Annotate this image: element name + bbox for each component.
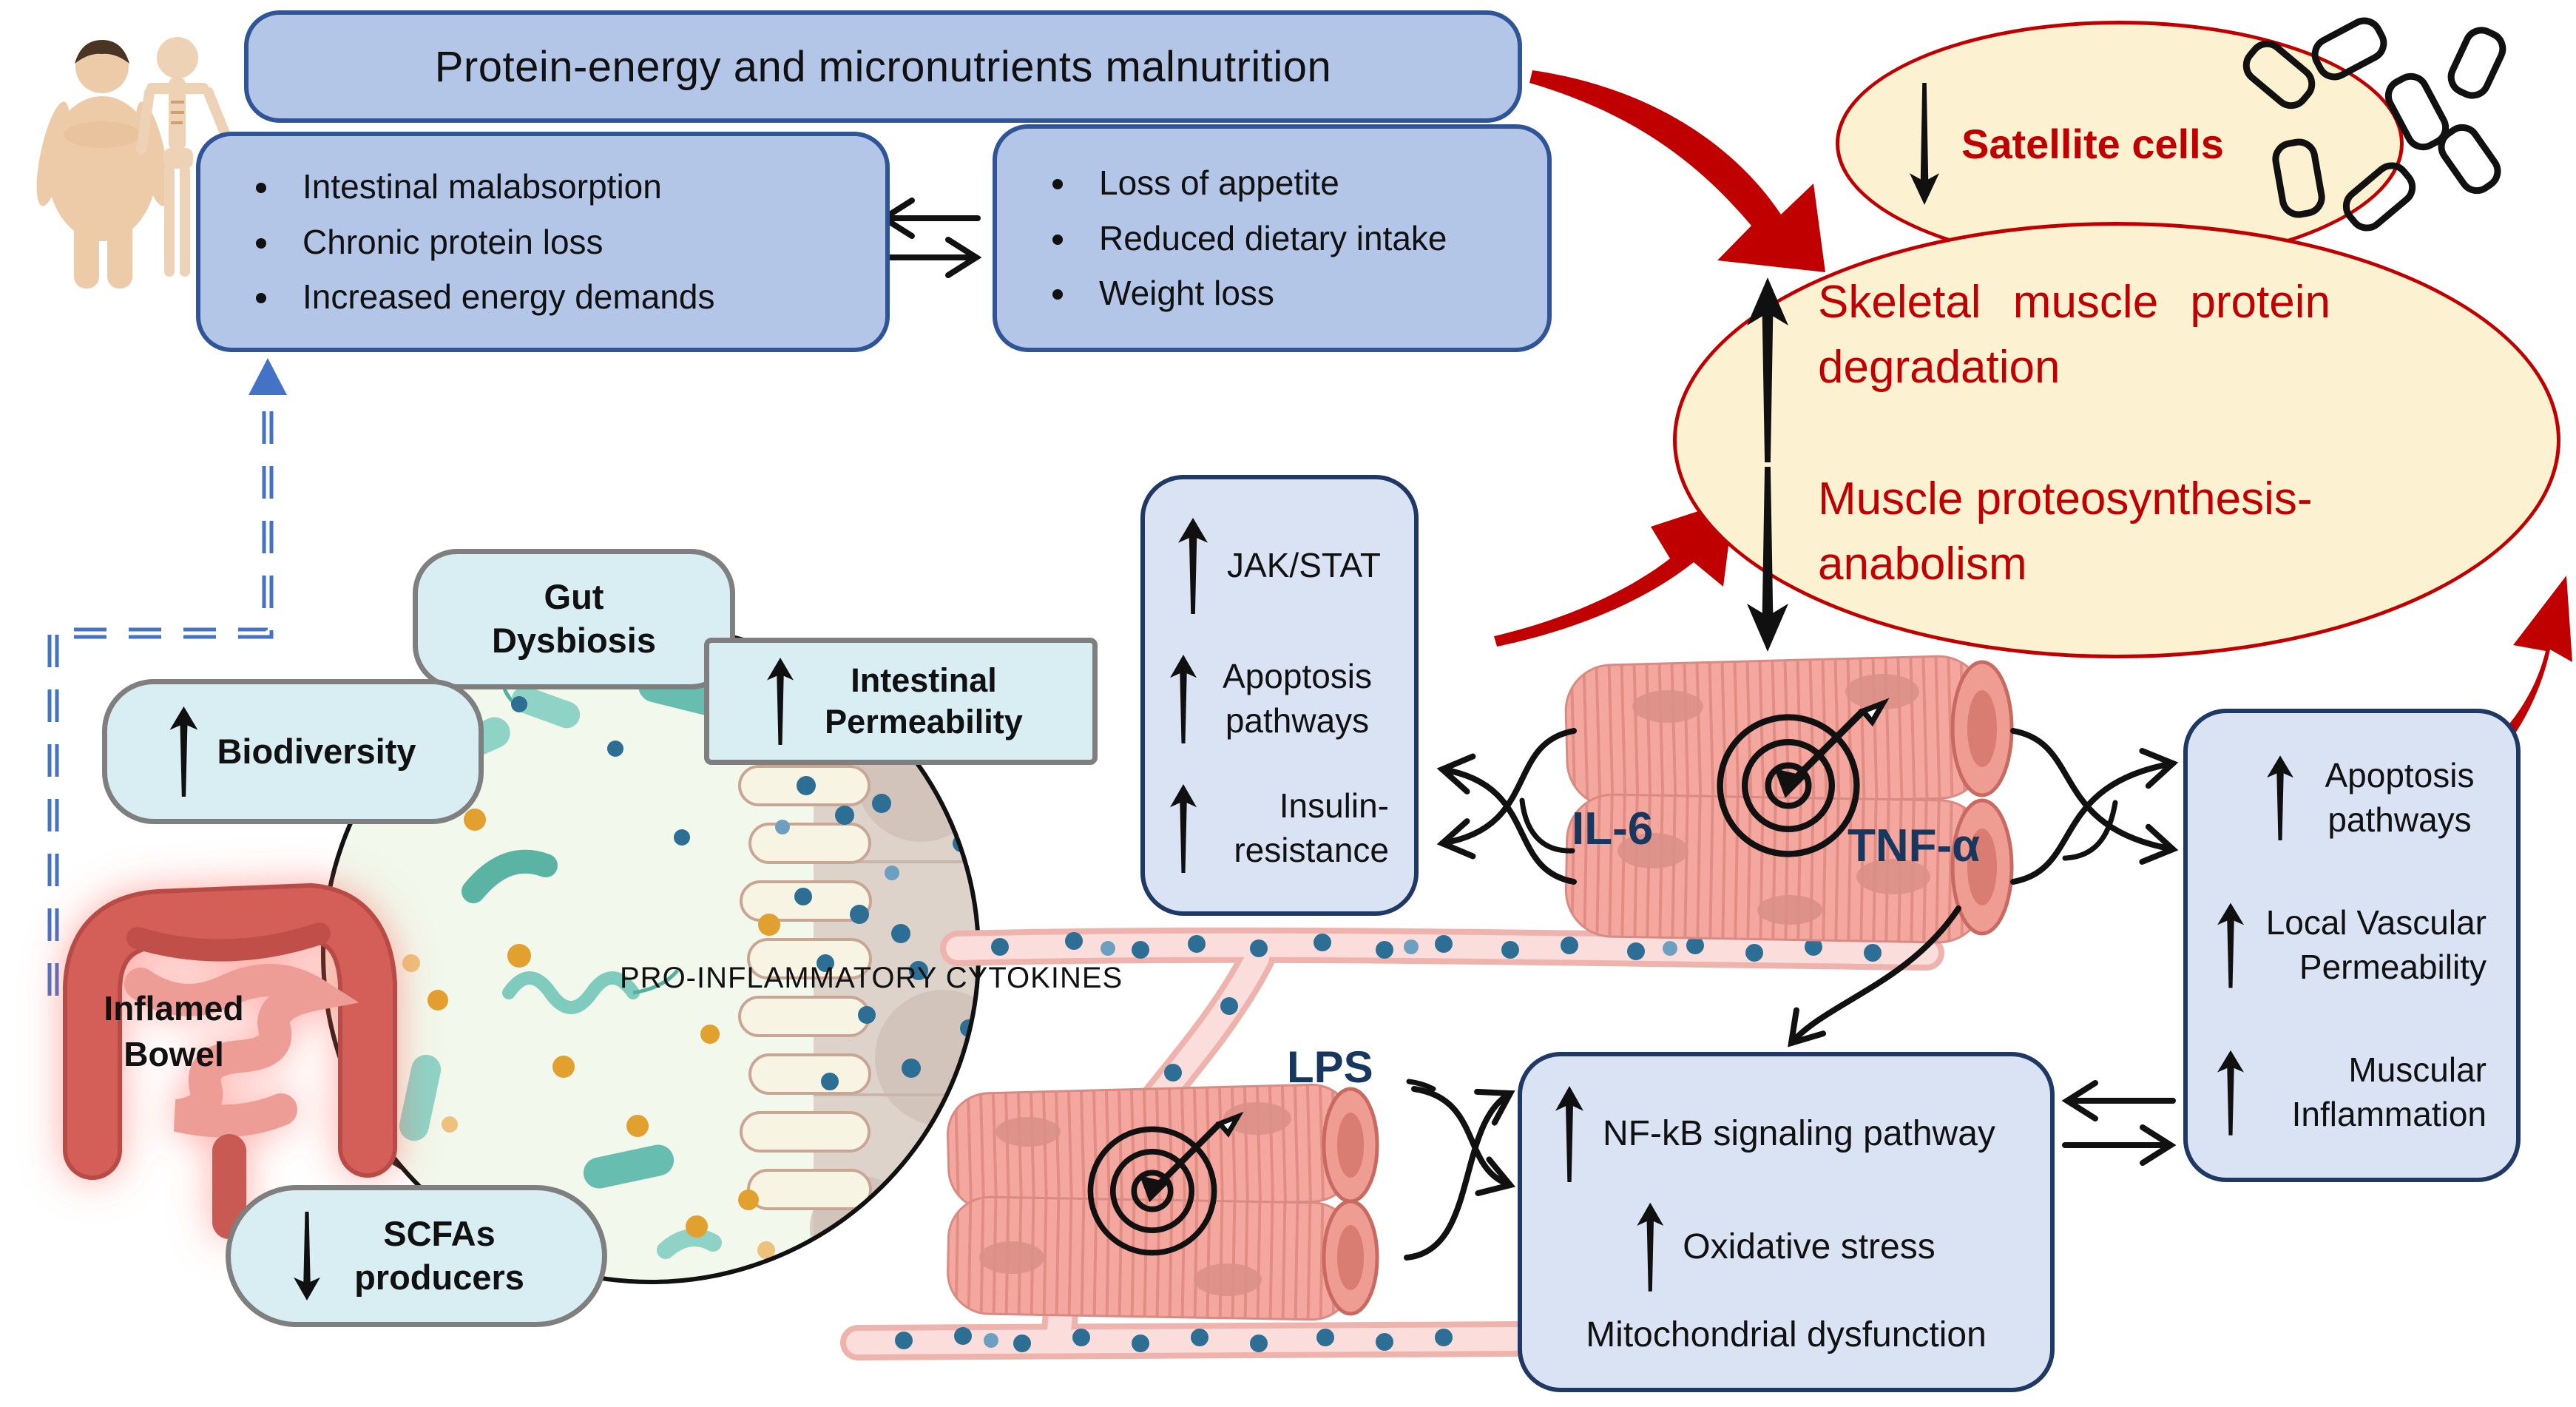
degradation-line: degradation — [1818, 342, 2061, 394]
mitochondrial-dysfunction-label: Mitochondrial dysfunction — [1586, 1315, 1987, 1354]
decrease-arrow-icon — [294, 1212, 320, 1300]
anabolism-line: anabolism — [1818, 539, 2027, 590]
cause-item: Intestinal malabsorption — [282, 159, 885, 215]
scfas-producers-label: SCFAs producers — [354, 1214, 524, 1297]
jak-stat-label: JAK/STAT — [1227, 546, 1381, 585]
patients-icon — [36, 37, 237, 289]
increase-arrow-icon — [1637, 1202, 1664, 1292]
muscle-effects-box: Apoptosis pathways Local Vascular Permea… — [2183, 709, 2521, 1182]
tnf-alpha-label: TNF-α — [1848, 820, 1981, 871]
muscle-lower-icon — [946, 1083, 1379, 1321]
effect-item: Reduced dietary intake — [1078, 211, 1547, 266]
anabolism-line: Muscle proteosynthesis- — [1818, 473, 2313, 524]
intramuscular-pathways-box: JAK/STAT Apoptosis pathways Insulin-resi… — [1140, 475, 1419, 916]
muscular-inflammation-label: Muscular Inflammation — [2291, 1050, 2487, 1134]
malnutrition-title: Protein-energy and micronutrients malnut… — [434, 42, 1332, 91]
increase-arrow-icon — [1170, 784, 1197, 873]
inflamed-bowel-icon — [63, 883, 397, 1239]
lps-label: LPS — [1287, 1042, 1373, 1092]
il6-label: IL-6 — [1572, 803, 1654, 854]
intestinal-permeability-box: Intestinal Permeability — [704, 638, 1098, 765]
dashed-arrowhead-up — [249, 358, 287, 395]
cause-item: Increased energy demands — [282, 269, 885, 325]
apoptosis-pathways-label: Apoptosis pathways — [2325, 756, 2475, 839]
signal-arrows — [877, 198, 2179, 1261]
increase-arrow-icon — [169, 706, 198, 797]
increase-arrow-icon — [2217, 1050, 2244, 1136]
jak-to-muscle-outcome-arrow — [1494, 499, 1734, 647]
biodiversity-box: Biodiversity — [102, 679, 484, 824]
muscle-outcome-ellipse: Skeletal muscle protein degradation Musc… — [1673, 222, 2560, 658]
scfas-producers-box: SCFAs producers — [226, 1185, 607, 1327]
increase-arrow-icon — [2267, 755, 2293, 841]
increase-arrow-icon — [1178, 518, 1208, 614]
apoptosis-pathways-label: Apoptosis pathways — [1222, 657, 1372, 740]
insulin-resistance-label: Insulin-resistance — [1234, 786, 1389, 869]
effects-to-muscle-outcome-arrow — [2479, 576, 2572, 765]
increase-arrow-icon — [1170, 655, 1197, 743]
scfa-dots-light — [402, 954, 775, 1259]
cause-item: Chronic protein loss — [282, 215, 885, 270]
tnf-to-nfkb-arrow — [1788, 905, 1961, 1047]
degradation-line: Skeletal muscle protein — [1818, 277, 2330, 328]
increase-arrow-icon — [1555, 1086, 1583, 1182]
red-flow-arrows — [1494, 70, 2572, 765]
malnutrition-effects-box: Loss of appetite Reduced dietary intake … — [993, 124, 1552, 352]
nfkb-box: NF-kB signaling pathway Oxidative stress… — [1518, 1052, 2055, 1392]
satellite-cells-label: Satellite cells — [1961, 120, 2224, 167]
malnutrition-causes-box: Intestinal malabsorption Chronic protein… — [196, 132, 890, 352]
intestinal-permeability-label: Intestinal Permeability — [825, 661, 1023, 740]
gut-dysbiosis-box: Gut Dysbiosis — [413, 549, 735, 689]
decrease-arrow-icon — [1747, 467, 1788, 652]
nfkb-pathway-label: NF-kB signaling pathway — [1603, 1113, 1995, 1153]
cytokine-dots-vessels-light — [984, 939, 1677, 1348]
increase-arrow-icon — [767, 658, 794, 745]
pro-inflammatory-cytokines-label: PRO-INFLAMMATORY CYTOKINES — [620, 962, 1123, 994]
malnutrition-to-muscle-arrow — [1529, 70, 1825, 272]
increase-arrow-icon — [2217, 902, 2244, 988]
muscle-upper-icon — [1564, 655, 2014, 944]
decrease-arrow-icon — [1910, 83, 1939, 205]
gut-to-malnutrition-dashed-connector — [47, 358, 287, 996]
increase-arrow-icon — [1747, 277, 1788, 462]
oxidative-stress-label: Oxidative stress — [1683, 1227, 1936, 1266]
gut-dysbiosis-label: Gut Dysbiosis — [491, 577, 657, 660]
effect-item: Weight loss — [1078, 266, 1547, 321]
malnutrition-title-box: Protein-energy and micronutrients malnut… — [244, 10, 1522, 123]
inflamed-bowel-label: Inflamed Bowel — [104, 989, 244, 1074]
effect-item: Loss of appetite — [1078, 155, 1547, 211]
biodiversity-label: Biodiversity — [217, 731, 416, 771]
vascular-permeability-label: Local Vascular Permeability — [2265, 903, 2487, 986]
